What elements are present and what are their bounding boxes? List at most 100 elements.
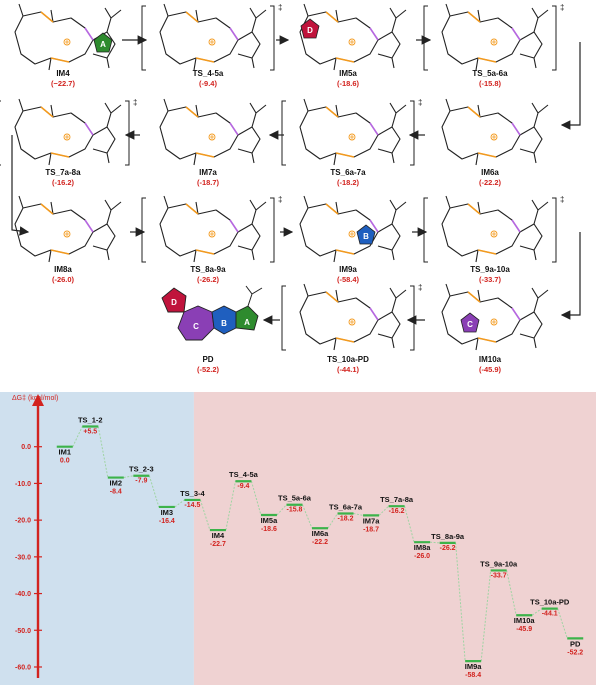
structure-TS_6a-7a: ‡ TS_6a-7a(-18.2) bbox=[281, 98, 422, 187]
connector-line bbox=[148, 475, 160, 508]
connector-line bbox=[531, 608, 542, 616]
species-value: -18.6 bbox=[261, 526, 277, 533]
structure-energy: (-9.4) bbox=[199, 79, 217, 88]
structure-label: IM9a bbox=[339, 265, 357, 274]
connector-line bbox=[404, 506, 415, 543]
ring-label-d: D bbox=[307, 26, 313, 35]
connector-line bbox=[225, 481, 236, 531]
structure-label: IM5a bbox=[339, 69, 357, 78]
species-name: IM5a bbox=[261, 516, 279, 525]
structure-energy: (-22.2) bbox=[479, 178, 502, 187]
connector-line bbox=[250, 481, 262, 516]
ring-d bbox=[300, 18, 320, 39]
structure-IM7a: IM7a(-18.7) bbox=[159, 98, 267, 187]
species-name: IM7a bbox=[363, 516, 381, 525]
structure-TS_4-5a: ‡TS_4-5a(-9.4) bbox=[141, 3, 282, 88]
species-name: IM3 bbox=[161, 508, 174, 517]
species-name: TS_10a-PD bbox=[530, 598, 570, 607]
species-value: -45.9 bbox=[516, 626, 532, 633]
connector-line bbox=[557, 608, 568, 639]
pd-ring-d bbox=[161, 287, 187, 313]
species-name: TS_2-3 bbox=[129, 465, 154, 474]
y-tick-label: -20.0 bbox=[15, 518, 31, 525]
structure-energy: (-26.0) bbox=[52, 275, 75, 284]
species-value: -58.4 bbox=[465, 672, 481, 679]
ring-b bbox=[356, 224, 376, 245]
region-1 bbox=[193, 392, 596, 685]
reaction-arrow bbox=[11, 135, 30, 236]
ring-label-c: C bbox=[467, 320, 473, 329]
species-value: -7.9 bbox=[135, 478, 147, 485]
ts-double-dagger: ‡ bbox=[278, 3, 282, 12]
connector-line bbox=[302, 504, 313, 529]
structure-energy: (-44.1) bbox=[337, 365, 360, 374]
species-name: PD bbox=[570, 639, 581, 648]
structure-TS_8a-9a: ‡TS_8a-9a(-26.2) bbox=[141, 195, 282, 284]
connector-line bbox=[455, 542, 466, 662]
species-name: TS_1-2 bbox=[78, 416, 103, 425]
species-value: +5.5 bbox=[83, 429, 97, 436]
y-axis-arrow bbox=[32, 394, 44, 406]
structure-label: IM8a bbox=[54, 265, 72, 274]
structure-energy: (-45.9) bbox=[479, 365, 502, 374]
y-axis: ΔG‡ (kcal/mol)0.0-10.0-20.0-30.0-40.0-50… bbox=[12, 394, 58, 678]
structure-label: TS_6a-7a bbox=[330, 168, 366, 177]
chart-regions bbox=[0, 392, 596, 685]
y-axis-title: ΔG‡ (kcal/mol) bbox=[12, 395, 58, 402]
pd-ring-label-d: D bbox=[171, 298, 177, 307]
connector-line bbox=[506, 570, 517, 616]
structure-energy: (-58.4) bbox=[337, 275, 360, 284]
ts-double-dagger: ‡ bbox=[418, 98, 422, 107]
ts-double-dagger: ‡ bbox=[418, 283, 422, 292]
species-name: IM2 bbox=[110, 479, 123, 488]
species-value: -9.4 bbox=[237, 483, 249, 490]
y-tick-label: 0.0 bbox=[21, 444, 31, 451]
ring-label-a: A bbox=[100, 40, 106, 49]
ring-label-b: B bbox=[363, 232, 369, 241]
connector-line bbox=[327, 513, 338, 529]
structure-energy: (-52.2) bbox=[197, 365, 220, 374]
species-value: -14.5 bbox=[184, 502, 200, 509]
structure-energy: (-18.2) bbox=[337, 178, 360, 187]
species-name: TS_5a-6a bbox=[278, 494, 312, 503]
species-name: IM10a bbox=[514, 616, 536, 625]
y-tick-label: -40.0 bbox=[15, 591, 31, 598]
ring-a bbox=[93, 32, 113, 53]
species-name: TS_7a-8a bbox=[380, 495, 414, 504]
ts-double-dagger: ‡ bbox=[560, 195, 564, 204]
species-value: -44.1 bbox=[542, 611, 558, 618]
pd-ring-c bbox=[177, 305, 215, 341]
connector-line bbox=[174, 499, 185, 508]
species-name: TS_9a-10a bbox=[480, 559, 518, 568]
connector-line bbox=[378, 505, 389, 516]
species-value: -26.0 bbox=[414, 553, 430, 560]
species-name: TS_8a-9a bbox=[431, 532, 465, 541]
structure-energy: (-16.2) bbox=[52, 178, 75, 187]
structure-TS_9a-10a: ‡TS_9a-10a(-33.7) bbox=[423, 195, 564, 284]
structure-label: IM4 bbox=[56, 69, 70, 78]
connector-line bbox=[276, 504, 287, 516]
connector-line bbox=[199, 499, 211, 531]
ring-c bbox=[460, 312, 480, 333]
species-name: TS_3-4 bbox=[180, 489, 205, 498]
connector-line bbox=[480, 570, 492, 662]
species-value: 0.0 bbox=[60, 458, 70, 465]
species-value: -15.8 bbox=[286, 507, 302, 514]
ts-double-dagger: ‡ bbox=[560, 3, 564, 12]
region-0 bbox=[0, 392, 194, 685]
structure-TS_10a-PD: ‡TS_10a-PD(-44.1) bbox=[281, 283, 422, 374]
structure-label: IM6a bbox=[481, 168, 499, 177]
species-value: -16.2 bbox=[389, 508, 405, 515]
species-value: -8.4 bbox=[110, 489, 122, 496]
structure-label: TS_7a-8a bbox=[45, 168, 81, 177]
structure-energy: (-18.7) bbox=[197, 178, 220, 187]
energy-profile-chart: ΔG‡ (kcal/mol)0.0-10.0-20.0-30.0-40.0-50… bbox=[0, 392, 596, 685]
structure-label: IM10a bbox=[479, 355, 502, 364]
pd-ring-a bbox=[235, 305, 259, 331]
species-name: IM1 bbox=[59, 448, 72, 457]
pd-ring-label-b: B bbox=[221, 319, 227, 328]
structure-energy: (-26.2) bbox=[197, 275, 220, 284]
structure-energy: (-18.6) bbox=[337, 79, 360, 88]
